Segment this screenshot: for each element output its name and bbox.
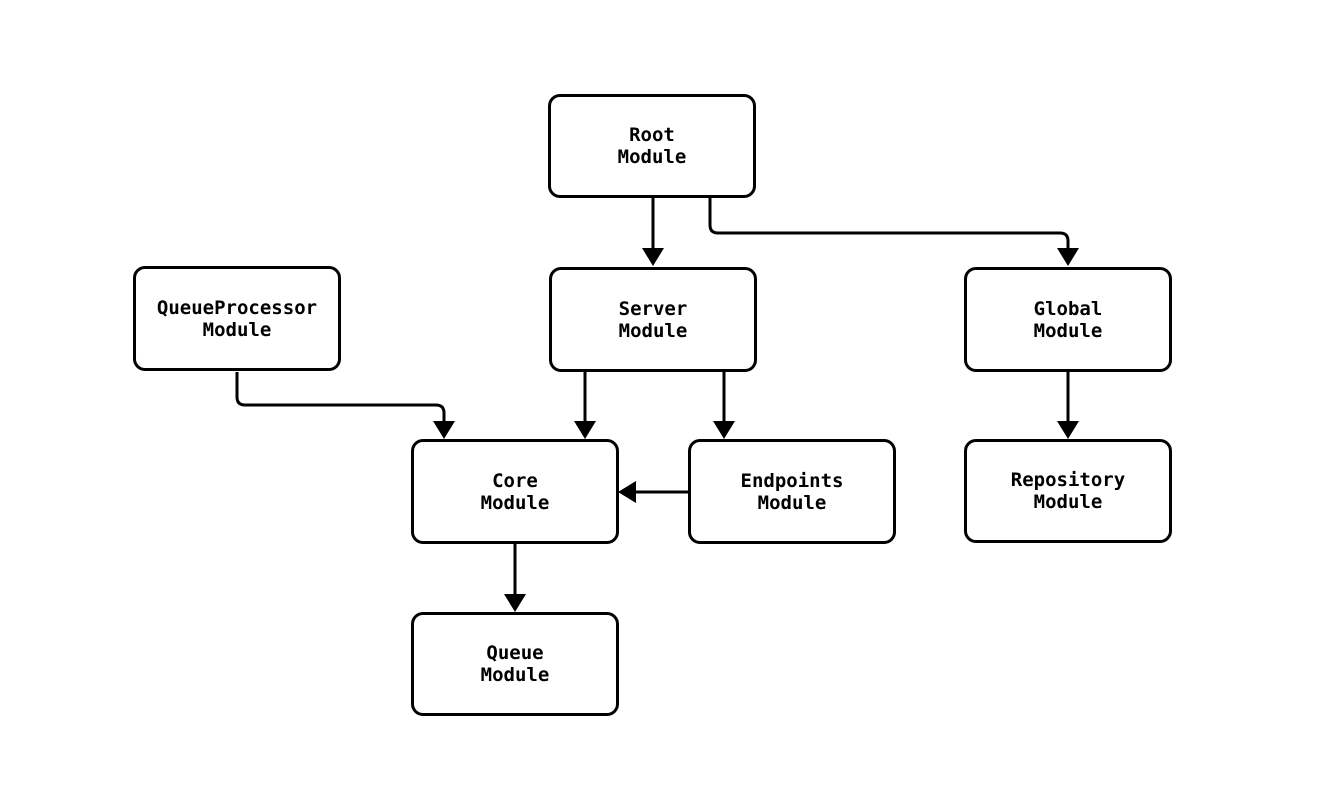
node-global-module: Global Module bbox=[964, 267, 1172, 372]
edge-server-endpoints bbox=[713, 372, 735, 439]
node-endpoints-module: Endpoints Module bbox=[688, 439, 896, 544]
arrowhead-icon bbox=[618, 481, 636, 503]
node-server-module: Server Module bbox=[549, 267, 757, 372]
arrowhead-icon bbox=[1057, 248, 1079, 266]
node-repository-module: Repository Module bbox=[964, 439, 1172, 543]
edge-server-core bbox=[574, 372, 596, 439]
node-root-module: Root Module bbox=[548, 94, 756, 198]
arrowhead-icon bbox=[642, 248, 664, 266]
edge-root-server bbox=[642, 198, 664, 266]
edge-queueprocessor-core bbox=[235, 372, 455, 439]
node-core-module: Core Module bbox=[411, 439, 619, 544]
edge-global-repository bbox=[1057, 372, 1079, 439]
edge-core-queue bbox=[504, 543, 526, 612]
arrowhead-icon bbox=[713, 421, 735, 439]
node-queue-module: Queue Module bbox=[411, 612, 619, 716]
arrowhead-icon bbox=[574, 421, 596, 439]
arrowhead-icon bbox=[1057, 421, 1079, 439]
arrowhead-icon bbox=[504, 594, 526, 612]
edge-endpoints-core bbox=[618, 481, 688, 503]
node-queueprocessor-module: QueueProcessor Module bbox=[133, 266, 341, 371]
arrowhead-icon bbox=[433, 421, 455, 439]
edge-root-global bbox=[708, 198, 1079, 266]
